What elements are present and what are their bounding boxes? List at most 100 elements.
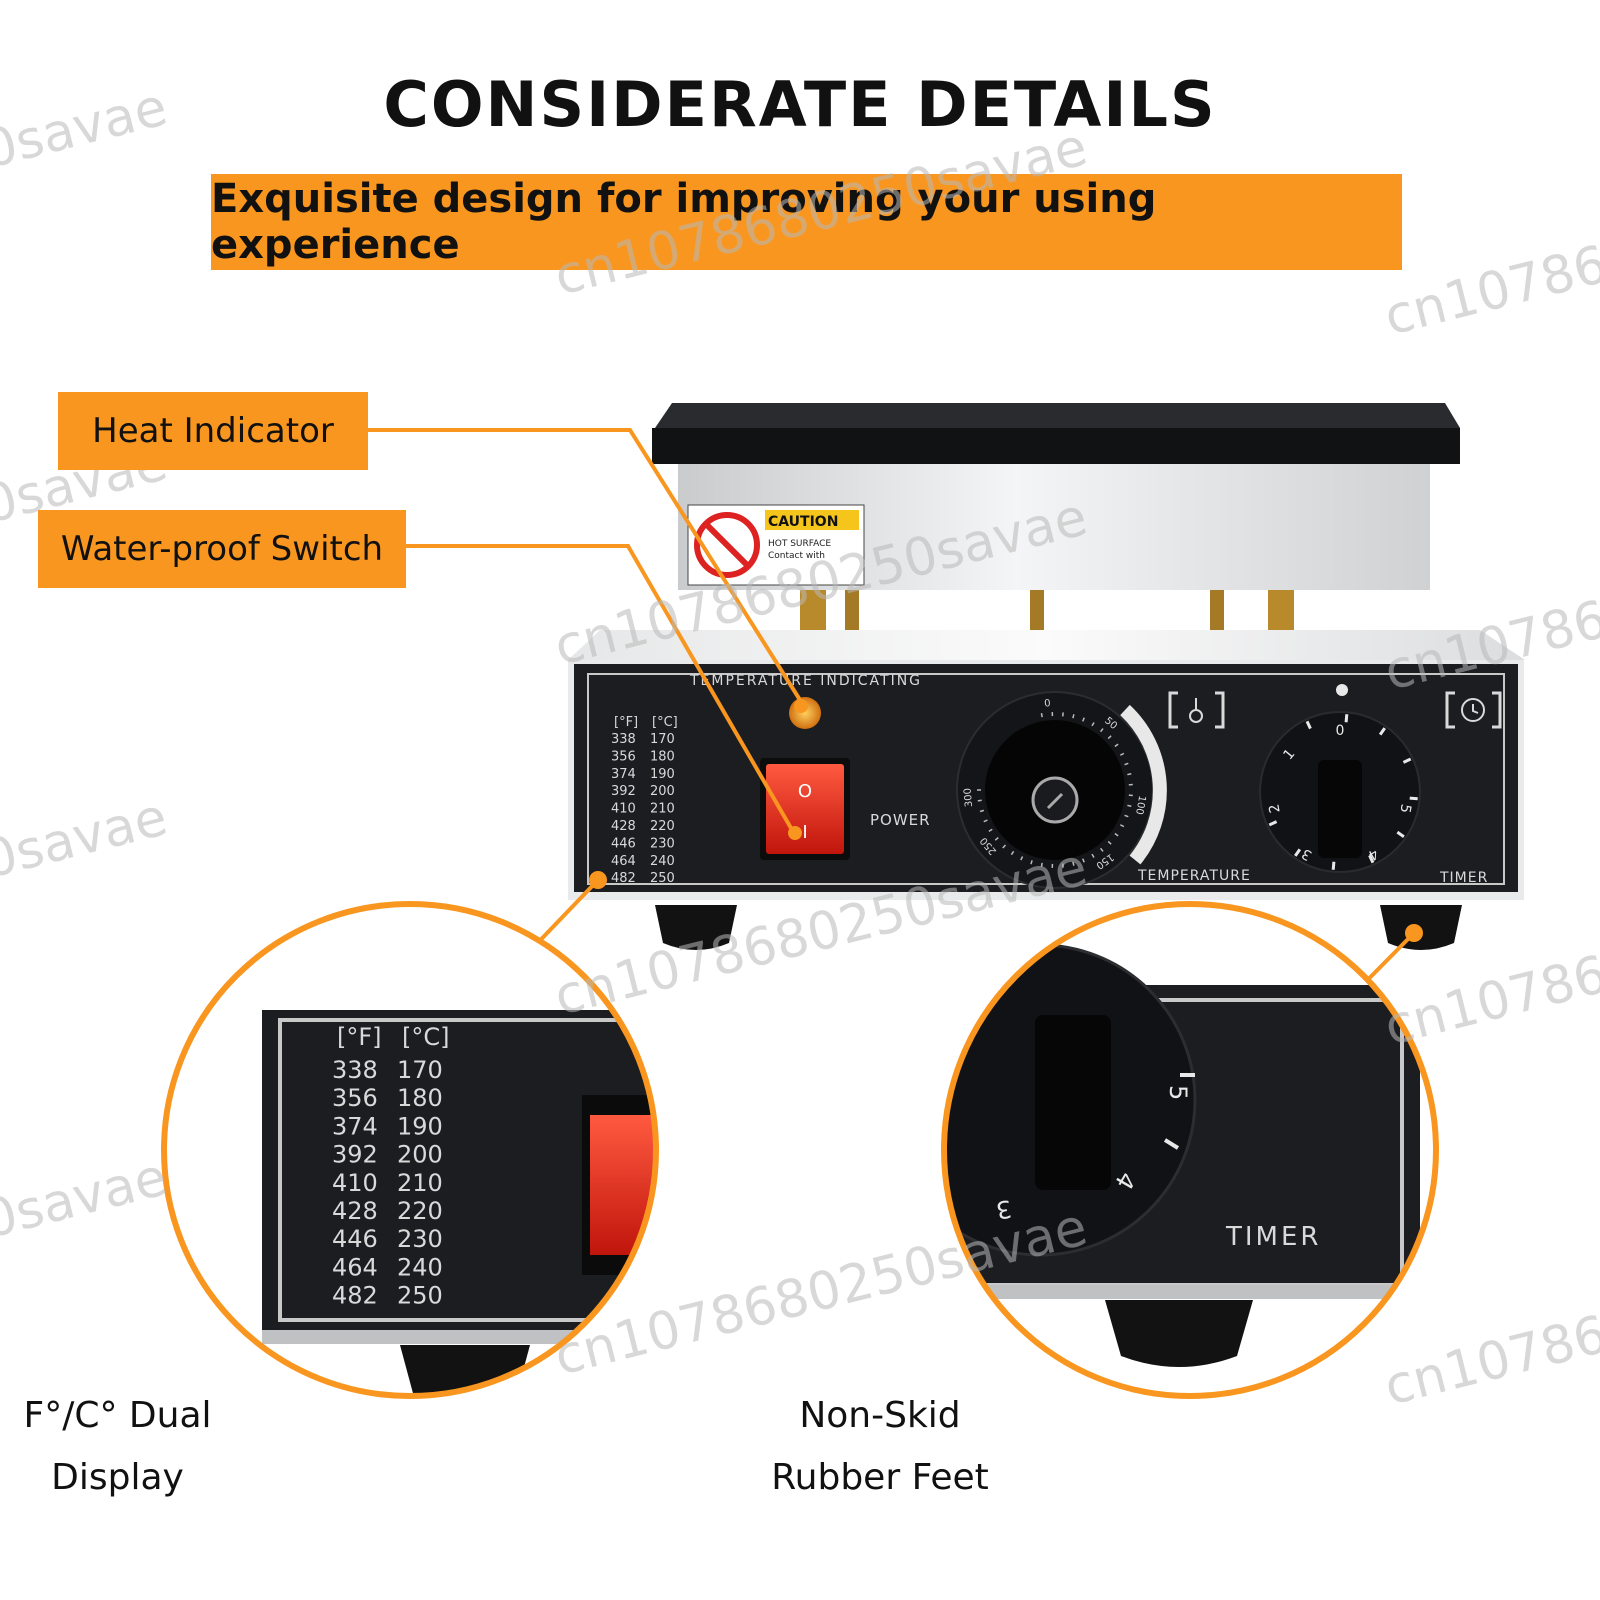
zoom-temp-f-value: 356 (332, 1084, 378, 1112)
zoom-temp-f-value: 338 (332, 1056, 378, 1084)
zoom-temp-f-value: 428 (332, 1197, 378, 1225)
rubber-foot-left (655, 905, 737, 950)
temp-f-value: 356 (611, 749, 636, 764)
indicator-label: TEMPERATURE INDICATING (689, 673, 922, 689)
timer-dial[interactable] (1259, 684, 1421, 873)
zoom-temp-c-value: 170 (397, 1056, 443, 1084)
timer-dial-mark: 0 (1336, 723, 1345, 739)
timer-dial-tick (1331, 861, 1336, 870)
zoom-temp-c-value: 200 (397, 1141, 443, 1169)
temp-header-f: [°F] (614, 715, 638, 730)
temp-f-value: 392 (611, 784, 636, 799)
temp-dial-tick (1127, 804, 1132, 807)
temp-dial-tick (1082, 717, 1085, 722)
switch-off-mark: O (798, 781, 812, 802)
temp-dial-mark: 0 (1044, 698, 1051, 710)
power-label: POWER (870, 811, 931, 829)
caption-dual-display-line1: F°/C° Dual (23, 1395, 212, 1436)
svg-text:cn10786802​50savae: cn10786802​50savae (0, 77, 173, 267)
temp-dial-tick (1119, 824, 1125, 828)
zoom-temp-c-value: 250 (397, 1282, 443, 1310)
caution-title: CAUTION (768, 514, 838, 530)
temp-c-value: 240 (650, 854, 675, 869)
temp-dial-tick (1091, 853, 1095, 858)
zoom-feet: 5 4 3 TIMER (944, 904, 1436, 1396)
page-title: CONSIDERATE DETAILS (383, 68, 1217, 141)
temp-dial-tick (1082, 858, 1085, 863)
timer-mark-3: 3 (994, 1194, 1014, 1224)
temp-dial-tick (1114, 743, 1119, 748)
zoom-temp-f-value: 464 (332, 1253, 378, 1281)
zoom-temp-c-value: 210 (397, 1169, 443, 1197)
caption-dual-display: F°/C° Dual Display (10, 1385, 225, 1509)
temp-dial-tick (983, 819, 988, 823)
temp-f-value: 338 (611, 732, 636, 747)
zoom-temp-f-value: 482 (332, 1282, 378, 1310)
temp-dial-tick (979, 809, 985, 813)
temp-f-value: 428 (611, 819, 636, 834)
timer-dial-tick (1396, 830, 1405, 838)
post (800, 590, 826, 630)
temp-dial-tick (1124, 814, 1129, 818)
temp-dial-tick (1010, 850, 1015, 856)
callout-heat-indicator: Heat Indicator (58, 392, 368, 470)
timer-label: TIMER (1439, 870, 1488, 886)
temp-c-value: 230 (650, 836, 675, 851)
timer-dial-tick (1402, 757, 1412, 764)
temp-dial-tick (1107, 735, 1112, 740)
temp-dial-mark: 100 (1133, 795, 1147, 816)
timer-dial-mark: 5 (1396, 803, 1413, 815)
callout-heat-indicator-text: Heat Indicator (92, 411, 334, 451)
timer-mark-5: 5 (1164, 1085, 1192, 1100)
callout-switch: Water-proof Switch (38, 510, 406, 588)
caution-line-1: HOT SURFACE (768, 539, 831, 549)
callout-switch-text: Water-proof Switch (60, 529, 384, 569)
timer-dial-tick (1268, 820, 1278, 827)
leader-heat (368, 428, 802, 702)
timer-dial-tick (1409, 796, 1418, 801)
zoom-temp-c-value: 180 (397, 1084, 443, 1112)
leader-switch (405, 544, 797, 837)
temp-dial-mark: 300 (963, 788, 976, 808)
subtitle-text: Exquisite design for improving your usin… (211, 176, 1157, 268)
zoom-temp-header-c: [°C] (402, 1023, 449, 1051)
temp-c-value: 200 (650, 784, 675, 799)
temp-c-value: 220 (650, 819, 675, 834)
svg-text:cn10786802​50savae: cn10786802​50savae (0, 787, 173, 977)
temp-dial-tick (1091, 722, 1095, 727)
temp-dial-tick (1099, 728, 1104, 733)
zoom-temp-c-value: 240 (397, 1253, 443, 1281)
temp-dial-tick (1099, 847, 1104, 852)
caption-dual-display-line2: Display (51, 1457, 184, 1498)
temp-dial-tick (1072, 714, 1075, 719)
temp-dial-tick (1040, 862, 1043, 867)
temp-c-value: 210 (650, 802, 675, 817)
temp-f-value: 464 (611, 854, 636, 869)
temp-dial-tick (1127, 773, 1132, 776)
temp-dial-tick (1020, 856, 1024, 861)
caption-rubber-feet-line2: Rubber Feet (771, 1457, 989, 1498)
zoom-ring-right (941, 901, 1439, 1399)
timer-dial-tick (1294, 848, 1302, 857)
caution-line-2: Contact with (768, 551, 825, 561)
zoom-temp-f-value: 392 (332, 1141, 378, 1169)
temperature-dial[interactable] (956, 691, 1167, 889)
temp-f-value: 446 (611, 836, 636, 851)
timer-dial-tick (1378, 727, 1386, 736)
zoom-ring-left (161, 901, 659, 1399)
temp-c-value: 170 (650, 732, 675, 747)
svg-text:cn10786802​50savae: cn10786802​50savae (549, 117, 1093, 307)
temp-c-value: 190 (650, 767, 675, 782)
temp-dial-tick (1114, 832, 1119, 837)
zoom-temp-f-value: 446 (332, 1225, 378, 1253)
svg-text:cn10786802​50savae: cn10786802​50savae (1379, 157, 1600, 347)
subtitle-banner: Exquisite design for improving your usin… (211, 174, 1402, 270)
switch-on-mark: I (802, 822, 807, 843)
zoom-temp-f-value: 374 (332, 1112, 378, 1140)
temp-dial-tick (1002, 844, 1007, 849)
caption-rubber-feet: Non-Skid Rubber Feet (760, 1385, 1000, 1509)
timer-dial-tick (1305, 720, 1312, 730)
temp-c-value: 180 (650, 749, 675, 764)
